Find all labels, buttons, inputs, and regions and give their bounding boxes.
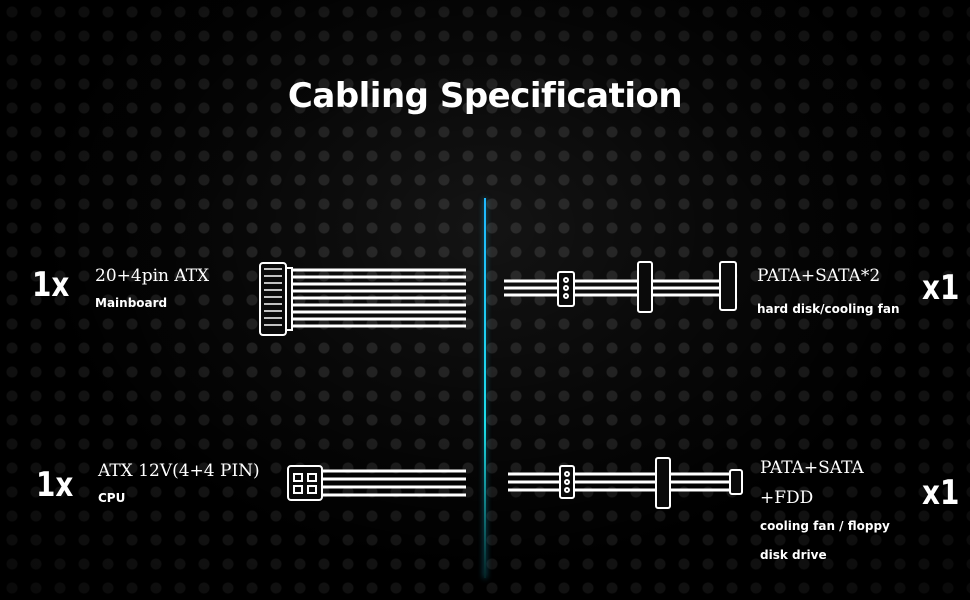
atx-usage: Mainboard bbox=[95, 296, 168, 310]
pata-sata-quantity: x1 bbox=[922, 268, 960, 308]
page-title: Cabling Specification bbox=[287, 76, 683, 116]
atx-quantity: 1x bbox=[32, 265, 70, 305]
pata-sata-fdd-quantity: x1 bbox=[922, 473, 960, 513]
pata-sata-fdd-label-line2: +FDD bbox=[760, 488, 814, 508]
cpu-label: ATX 12V(4+4 PIN) bbox=[98, 461, 260, 481]
pata-sata-fdd-usage-line1: cooling fan / floppy bbox=[760, 519, 890, 533]
pata-sata-usage: hard disk/cooling fan bbox=[757, 302, 900, 316]
cpu-connector-icon bbox=[287, 465, 466, 501]
cpu-quantity: 1x bbox=[36, 465, 74, 505]
pata-sata-fdd-label-line1: PATA+SATA bbox=[760, 458, 864, 478]
pata-sata-fdd-usage-line2: disk drive bbox=[760, 548, 827, 562]
center-divider bbox=[484, 198, 486, 578]
atx-label: 20+4pin ATX bbox=[95, 266, 210, 286]
pata-sata-cable-icon bbox=[504, 261, 737, 313]
pata-sata-fdd-cable-icon bbox=[508, 457, 743, 509]
pata-sata-label: PATA+SATA*2 bbox=[757, 266, 881, 286]
atx-connector-icon bbox=[259, 262, 466, 336]
cpu-usage: CPU bbox=[98, 491, 126, 505]
